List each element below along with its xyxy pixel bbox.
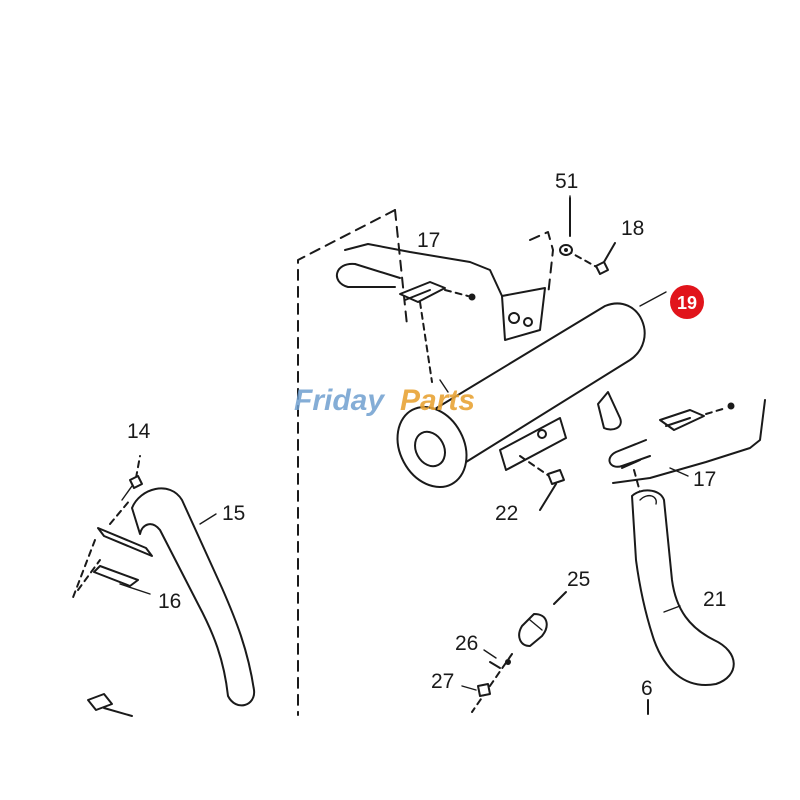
watermark-friday: Friday bbox=[294, 384, 385, 417]
partial-components bbox=[87, 661, 649, 717]
callout-19: 19 bbox=[677, 293, 697, 313]
callout-18: 18 bbox=[621, 217, 644, 240]
bolt-22 bbox=[519, 455, 565, 511]
tailpipe-21 bbox=[631, 489, 735, 686]
highlight-circle bbox=[670, 285, 704, 319]
assembly-outline bbox=[297, 209, 408, 716]
watermark: Friday Parts bbox=[294, 384, 475, 417]
fasteners-top bbox=[529, 197, 616, 297]
callout-26: 26 bbox=[455, 632, 478, 655]
leader-lines bbox=[119, 195, 689, 691]
callout-51: 51 bbox=[555, 170, 578, 193]
callout-17-top: 17 bbox=[417, 229, 440, 252]
watermark-parts: Parts bbox=[400, 384, 475, 417]
fittings-25-26-27 bbox=[471, 591, 567, 713]
clamp-assembly-top bbox=[336, 243, 503, 383]
callout-21: 21 bbox=[703, 588, 726, 611]
callout-14: 14 bbox=[127, 420, 151, 443]
callout-16: 16 bbox=[158, 590, 181, 613]
exhaust-pipe-15 bbox=[71, 455, 256, 707]
muffler-bracket bbox=[499, 287, 567, 471]
clamp-assembly-bottom bbox=[608, 399, 766, 493]
callout-25: 25 bbox=[567, 568, 590, 591]
callout-17-bottom: 17 bbox=[693, 468, 716, 491]
callout-15: 15 bbox=[222, 502, 245, 525]
callout-22: 22 bbox=[495, 502, 518, 525]
muffler bbox=[396, 302, 646, 489]
callout-19-highlight[interactable]: 19 bbox=[670, 285, 704, 319]
callout-6: 6 bbox=[641, 677, 653, 700]
callout-labels: 51 18 17 17 14 15 16 22 25 21 26 27 6 bbox=[127, 170, 726, 700]
callout-27: 27 bbox=[431, 670, 454, 693]
